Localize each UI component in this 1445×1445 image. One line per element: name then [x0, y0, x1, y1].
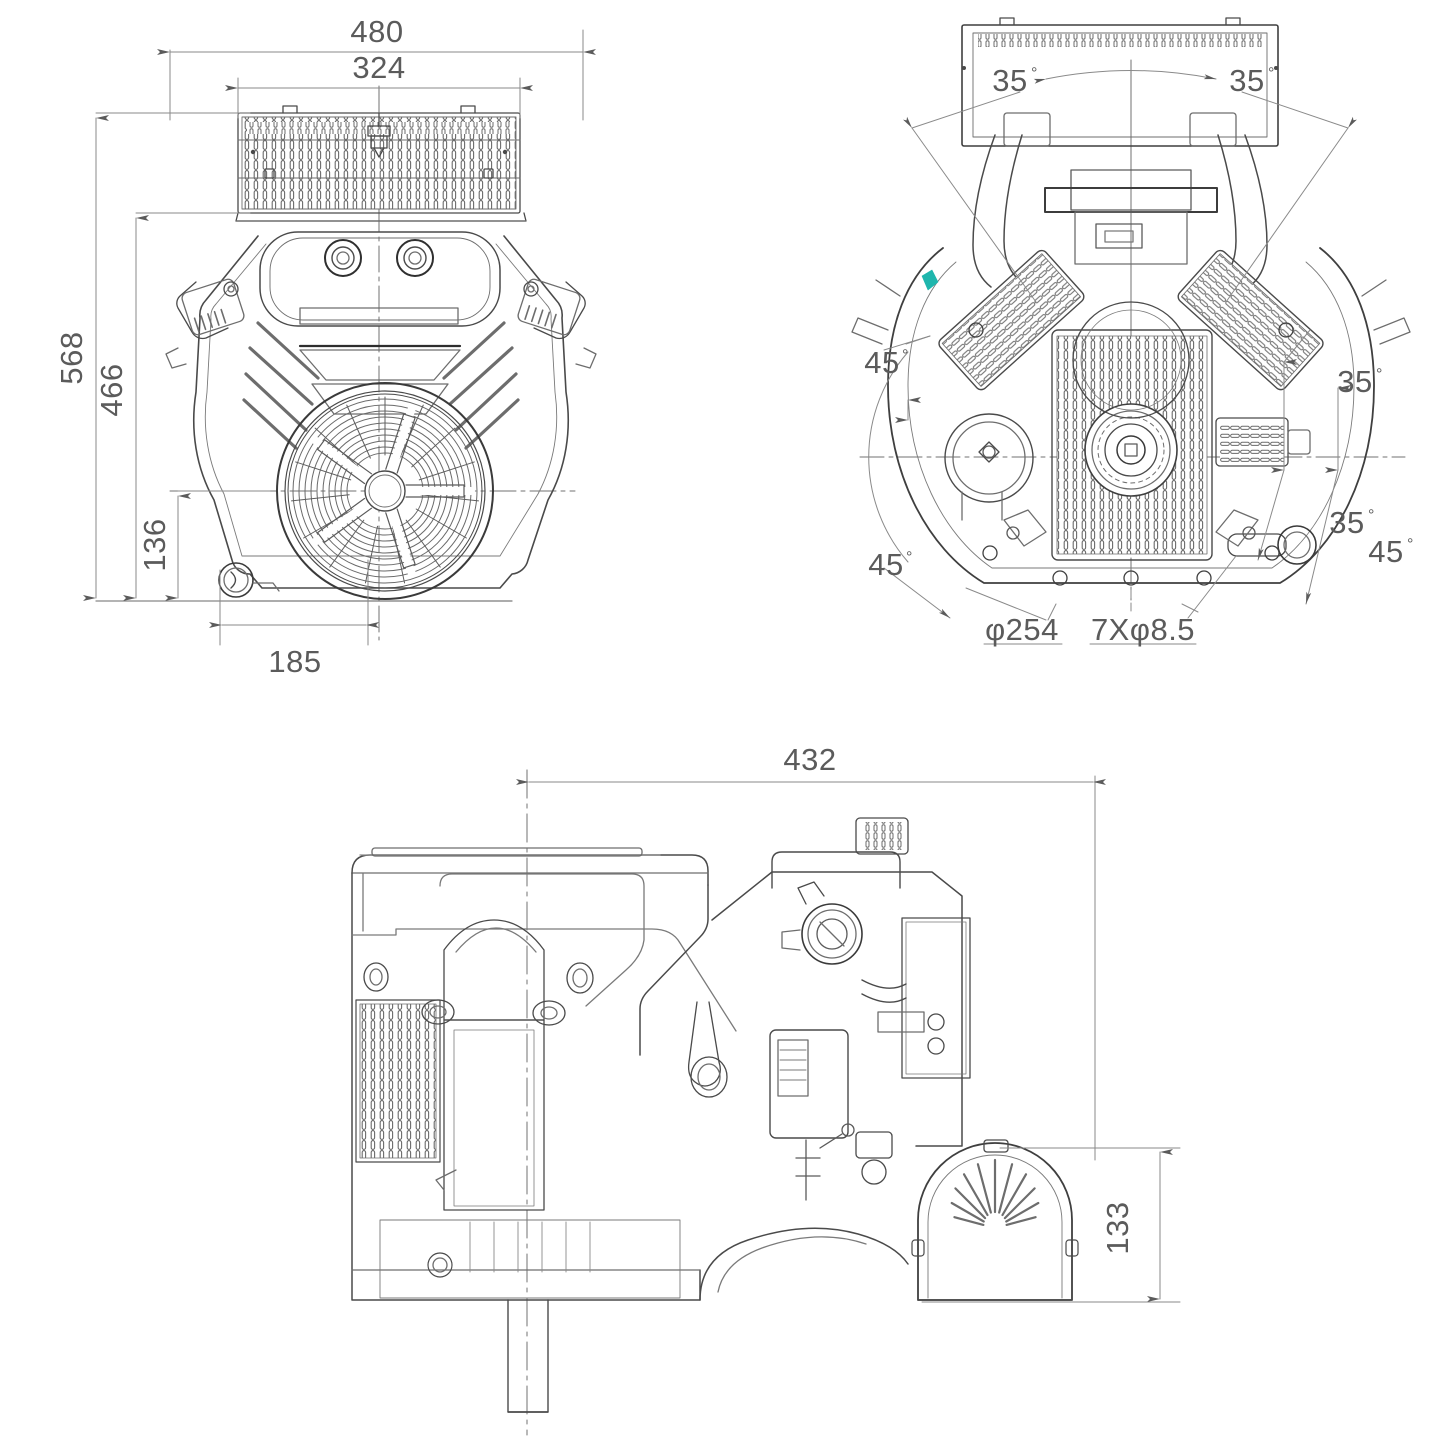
- lifting-lugs: [363, 962, 594, 1026]
- engine-block-side: [351, 873, 737, 1301]
- ignition-coil: [769, 1029, 849, 1139]
- dim-label-35-top-left: 35 °: [992, 63, 1038, 98]
- dim-label-dia-254: φ254: [985, 612, 1059, 647]
- spark-plug-ports: [324, 239, 434, 277]
- oil-drain-fitting: [1227, 525, 1317, 565]
- svg-text:°: °: [1368, 507, 1375, 524]
- svg-text:45: 45: [1368, 534, 1403, 569]
- oil-fill-plug: [218, 562, 280, 598]
- air-filter-box-rear: [961, 17, 1279, 147]
- svg-text:35: 35: [1229, 63, 1264, 98]
- svg-text:45: 45: [864, 345, 899, 380]
- filter-lower-flange: [235, 212, 527, 222]
- rear-view-angle-dimensions: [868, 70, 1357, 645]
- cylinder-fins-left: [242, 321, 320, 450]
- dim-label-480: 480: [350, 14, 403, 49]
- dim-label-568: 568: [54, 331, 89, 384]
- throttle-linkage: [795, 1123, 855, 1201]
- dim-label-133: 133: [1100, 1201, 1135, 1254]
- dim-label-35-right-upper: 35 °: [1337, 364, 1383, 399]
- front-elevation-view: [83, 29, 597, 646]
- crankcase-body: [851, 169, 1411, 586]
- accent-marker: [921, 269, 939, 291]
- muffler: [911, 1139, 1079, 1301]
- mounting-holes: [968, 322, 1294, 586]
- dim-label-185: 185: [268, 644, 321, 679]
- air-inlet-collar: [781, 881, 863, 965]
- dim-label-466: 466: [94, 363, 129, 416]
- svg-text:°: °: [1376, 366, 1383, 383]
- cylinder-head-left: [165, 278, 245, 369]
- dimension-labels: 480 324 568 466 136 185 35 ° 35 ° 45 ° 4…: [54, 14, 1414, 1255]
- carburetor-assembly: [699, 817, 971, 1301]
- recoil-starter-grille: [276, 382, 494, 600]
- dim-label-45-right-outer: 45 °: [1368, 534, 1414, 569]
- svg-text:°: °: [906, 549, 913, 566]
- dim-label-136: 136: [137, 518, 172, 571]
- svg-text:°: °: [1031, 65, 1038, 82]
- air-filter-housing: [237, 105, 521, 214]
- dim-label-432: 432: [783, 742, 836, 777]
- cylinder-fins-right: [442, 321, 520, 450]
- governor-boss: [944, 413, 1034, 521]
- svg-text:35: 35: [1337, 364, 1372, 399]
- dim-label-45-left-lower: 45 °: [868, 547, 913, 582]
- cylinder-head-right: [517, 278, 597, 369]
- rear-elevation-view: [851, 17, 1411, 645]
- mounting-pads: [1003, 509, 1259, 547]
- output-shaft: [507, 1299, 549, 1413]
- rocker-cover: [259, 231, 501, 327]
- svg-text:°: °: [902, 347, 909, 364]
- dipstick: [687, 1001, 728, 1098]
- svg-text:°: °: [1268, 65, 1275, 82]
- dim-label-45-left-upper: 45 °: [864, 345, 909, 380]
- svg-text:45: 45: [868, 547, 903, 582]
- oil-filter-boss: [1215, 417, 1311, 467]
- svg-text:35: 35: [992, 63, 1027, 98]
- dim-label-35-right-lower: 35 °: [1329, 505, 1375, 540]
- svg-text:°: °: [1407, 536, 1414, 553]
- dim-label-35-top-right: 35 °: [1229, 63, 1275, 98]
- side-view-dimensions: [516, 769, 1181, 1303]
- svg-text:35: 35: [1329, 505, 1364, 540]
- top-cover: [351, 847, 709, 936]
- side-elevation-view: [351, 769, 1181, 1436]
- dim-label-324: 324: [352, 50, 405, 85]
- breather-fitting: [367, 112, 391, 158]
- dim-label-7x-8p5: 7Xφ8.5: [1091, 612, 1195, 647]
- front-view-dimensions: [83, 29, 596, 646]
